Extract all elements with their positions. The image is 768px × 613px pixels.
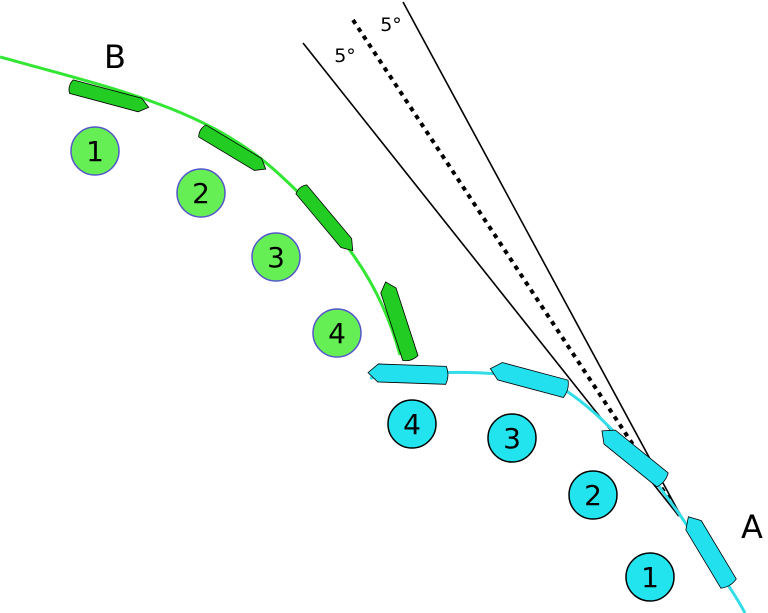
green-segment-3 xyxy=(295,184,354,252)
cyan-marker-3-label: 3 xyxy=(503,422,521,455)
green-marker-2: 2 xyxy=(176,168,226,218)
green-path xyxy=(0,55,402,356)
cyan-marker-1: 1 xyxy=(625,552,675,602)
green-marker-4: 4 xyxy=(312,308,362,358)
angle-left-label: 5° xyxy=(334,45,356,67)
green-marker-4-label: 4 xyxy=(328,317,346,350)
cyan-marker-2-label: 2 xyxy=(584,479,602,512)
green-marker-3: 3 xyxy=(251,232,301,282)
angle-center-dotted xyxy=(351,18,682,518)
cyan-marker-3: 3 xyxy=(487,413,537,463)
green-marker-1-label: 1 xyxy=(86,135,104,168)
green-marker-1: 1 xyxy=(70,126,120,176)
angle-right-label: 5° xyxy=(380,14,402,36)
angle-boundary-right xyxy=(402,1,684,521)
green-marker-3-label: 3 xyxy=(267,241,285,274)
cyan-marker-4: 4 xyxy=(387,399,437,449)
point-a-label: A xyxy=(741,508,763,546)
cyan-segment-1 xyxy=(685,516,737,589)
green-segment-2 xyxy=(198,124,267,171)
green-marker-2-label: 2 xyxy=(192,177,210,210)
point-b-label: B xyxy=(104,38,126,76)
cyan-marker-4-label: 4 xyxy=(403,408,421,441)
cyan-segment-3 xyxy=(489,362,569,398)
green-segment-1 xyxy=(68,79,150,113)
cyan-segment-2 xyxy=(601,429,669,488)
cyan-marker-1-label: 1 xyxy=(641,561,659,594)
cyan-marker-2: 2 xyxy=(568,470,618,520)
cyan-segment-4 xyxy=(367,363,449,385)
green-segment-4 xyxy=(380,281,419,362)
